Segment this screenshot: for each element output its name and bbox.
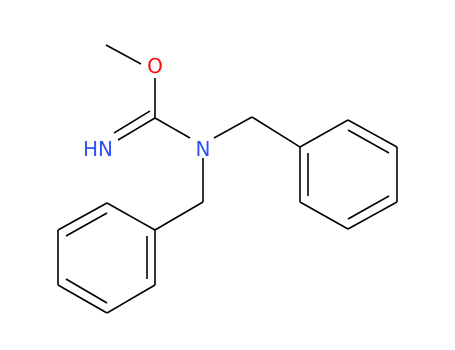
imine-nitrogen-label: HN (83, 137, 113, 161)
phenyl-ring-right (299, 119, 398, 230)
amine-nitrogen-label: N (196, 137, 211, 161)
phenyl-ring-left (57, 202, 156, 314)
bond-amine-ch2-right (213, 116, 253, 139)
bond-carbon-imine-1 (117, 117, 156, 141)
bond-methyl-oxygen (105, 44, 142, 65)
bond-ch2-phenyl-right (251, 116, 301, 148)
bond-carbon-amine (154, 117, 191, 139)
oxygen-atom-label: O (147, 54, 163, 78)
bond-carbon-imine-2 (113, 110, 151, 134)
bond-ch2-phenyl-left (154, 201, 204, 231)
